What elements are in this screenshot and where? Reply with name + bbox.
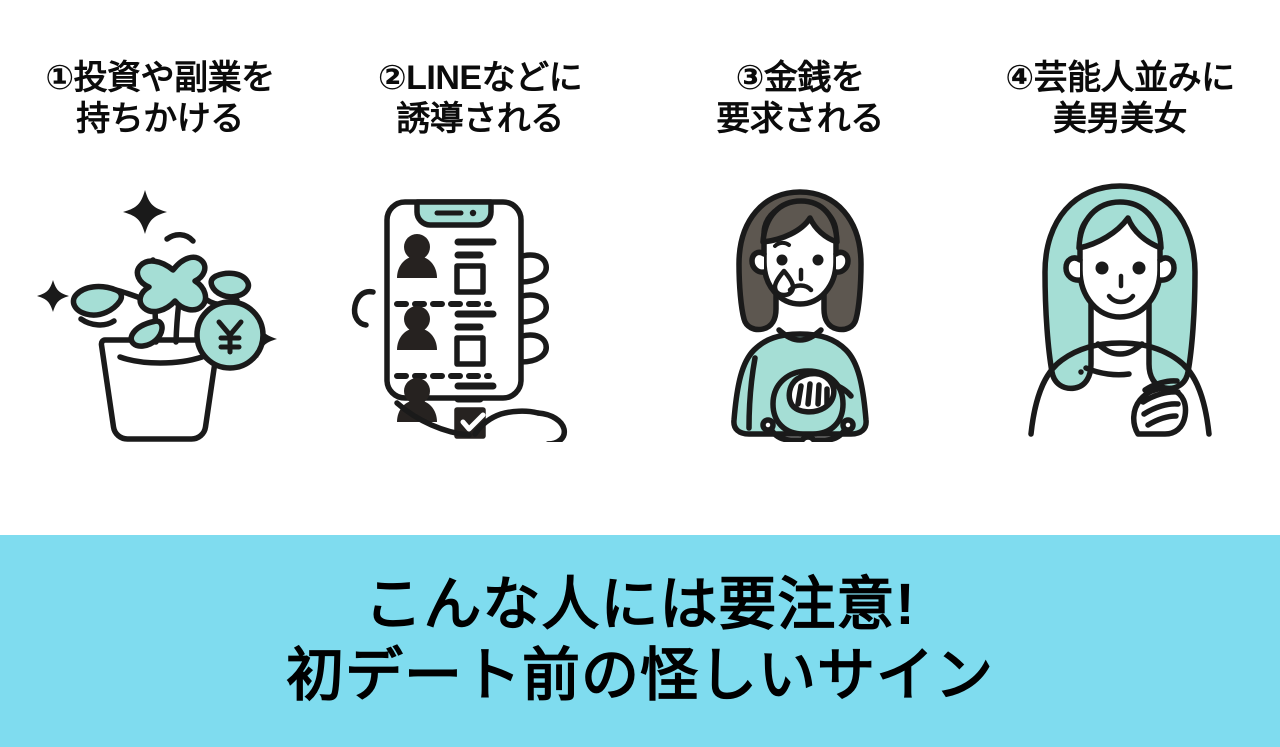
beautiful-woman-illustration [970,167,1270,447]
card-grid: ①投資や副業を 持ちかける [0,0,1280,535]
pointing-hand [394,400,568,442]
money-plant-illustration [10,167,310,447]
card-money-demand: ③金銭を 要求される [640,0,960,535]
banner-headline-line-2: 初デート前の怪しいサイン [285,643,994,708]
contact-row [397,305,497,367]
contact-row [397,233,497,295]
card-heading-4: ④芸能人並みに 美男美女 [1005,59,1235,139]
card-investment-offer: ①投資や副業を 持ちかける [0,0,320,535]
worried-woman-wallet-illustration [650,167,950,447]
card-heading-3: ③金銭を 要求される [716,59,884,139]
card-line-redirect: ②LINEなどに 誘導される [320,0,640,535]
holding-hand [351,252,549,365]
card-heading-2: ②LINEなどに 誘導される [377,59,583,139]
card-celebrity-looks: ④芸能人並みに 美男美女 [960,0,1280,535]
banner-headline-line-1: こんな人には要注意! [364,572,916,638]
card-heading-1: ①投資や副業を 持ちかける [45,59,275,139]
smartphone-contacts-illustration [330,167,630,447]
bottom-banner: こんな人には要注意! 初デート前の怪しいサイン [0,535,1280,747]
